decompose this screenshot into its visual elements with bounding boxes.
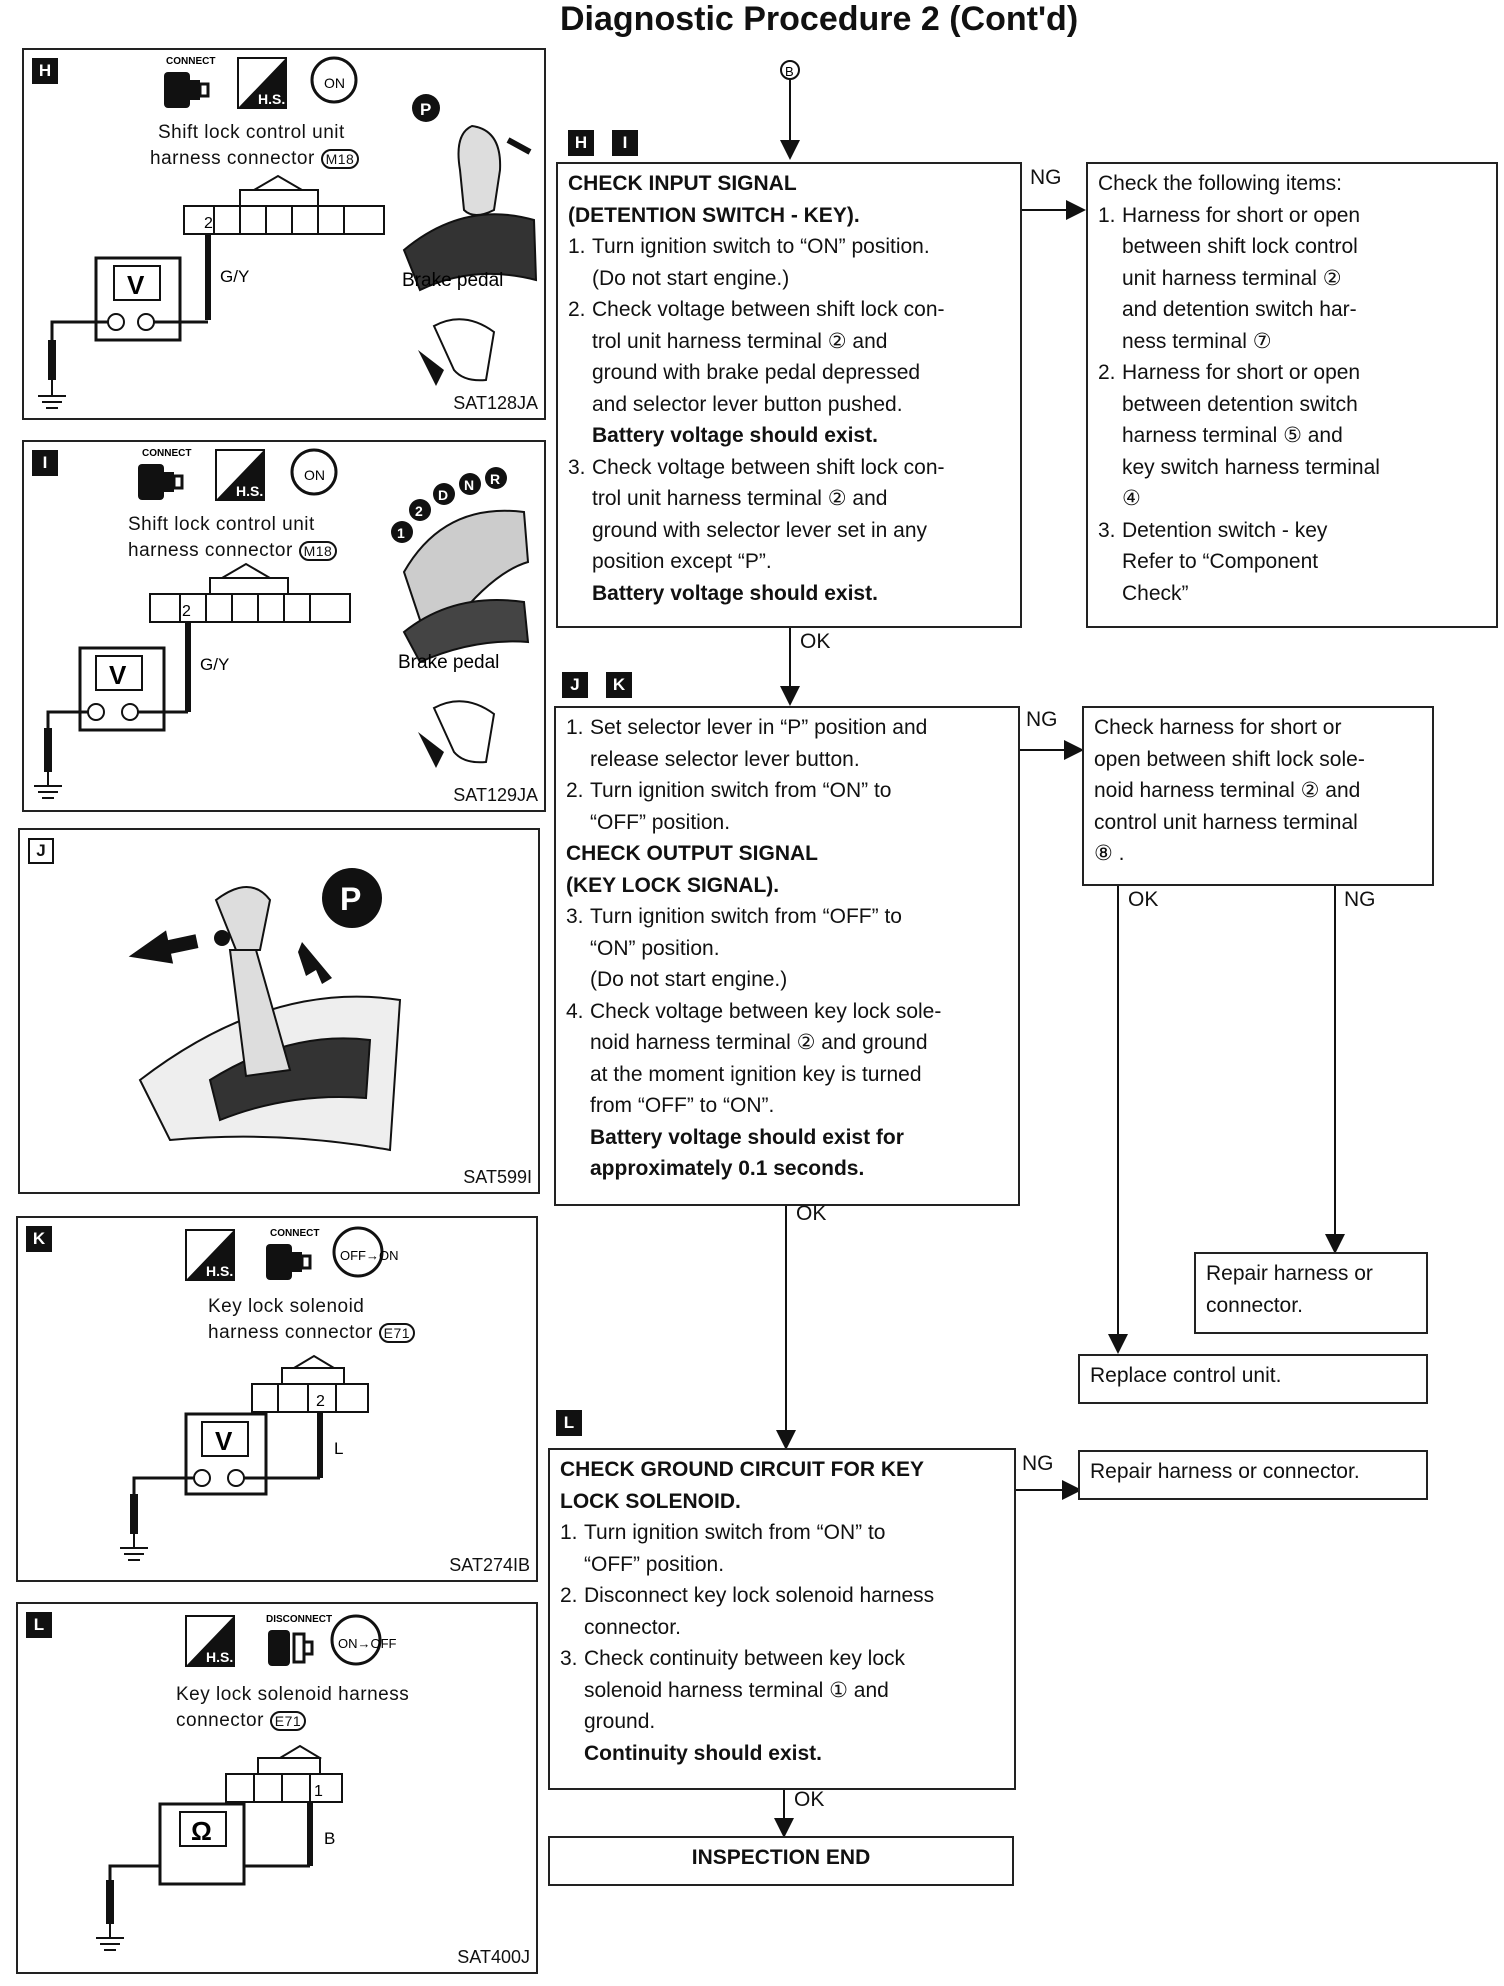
svg-text:R: R bbox=[490, 471, 500, 487]
step1-box: CHECK INPUT SIGNAL (DETENTION SWITCH - K… bbox=[556, 162, 1022, 628]
panel-letter: I bbox=[32, 450, 58, 476]
panel-l: L H.S. DISCONNECT ON→OFF 1 B Ω Key lock … bbox=[16, 1602, 538, 1974]
repair-box-2: Repair harness or connector. bbox=[1078, 1450, 1428, 1500]
svg-text:P: P bbox=[420, 100, 431, 119]
connector-label-2: harness connector E71 bbox=[208, 1320, 416, 1346]
connector-id: M18 bbox=[320, 149, 360, 169]
svg-text:H.S.: H.S. bbox=[206, 1263, 233, 1279]
svg-text:Brake pedal: Brake pedal bbox=[402, 270, 503, 291]
ng-label: NG bbox=[1022, 1452, 1054, 1475]
svg-text:B: B bbox=[324, 1829, 335, 1848]
panel-k-diagram: H.S. CONNECT OFF→ON 2 L V bbox=[120, 1226, 399, 1561]
svg-text:2: 2 bbox=[316, 1393, 325, 1410]
svg-text:1: 1 bbox=[314, 1783, 323, 1800]
connector-label-2: harness connector M18 bbox=[128, 538, 338, 564]
step-tag: K bbox=[606, 672, 632, 698]
ng-label: NG bbox=[1344, 888, 1376, 911]
ok-label: OK bbox=[1128, 888, 1159, 911]
svg-text:2: 2 bbox=[204, 215, 213, 232]
replace-box: Replace control unit. bbox=[1078, 1354, 1428, 1404]
svg-text:ON: ON bbox=[304, 467, 325, 483]
inspection-end-box: INSPECTION END bbox=[548, 1836, 1014, 1886]
entry-marker: B bbox=[785, 64, 794, 79]
svg-text:V: V bbox=[215, 1426, 233, 1456]
step-tag: L bbox=[556, 1410, 582, 1436]
svg-text:G/Y: G/Y bbox=[220, 267, 249, 286]
panel-j: J P SAT599I bbox=[18, 828, 540, 1194]
svg-text:H.S.: H.S. bbox=[206, 1649, 233, 1665]
svg-text:CONNECT: CONNECT bbox=[142, 448, 191, 459]
svg-text:DISCONNECT: DISCONNECT bbox=[266, 1614, 332, 1625]
ng2-box: Check harness for short or open between … bbox=[1082, 706, 1434, 886]
panel-letter: L bbox=[26, 1612, 52, 1638]
svg-text:ON: ON bbox=[324, 75, 345, 91]
figure-code: SAT128JA bbox=[453, 393, 538, 413]
ok-label: OK bbox=[800, 630, 831, 653]
svg-text:V: V bbox=[109, 660, 127, 690]
figure-code: SAT599I bbox=[463, 1167, 532, 1187]
panel-letter: H bbox=[32, 58, 58, 84]
svg-text:Brake pedal: Brake pedal bbox=[398, 652, 499, 673]
connector-label: Shift lock control unit bbox=[158, 122, 345, 143]
figure-code: SAT400J bbox=[457, 1947, 530, 1967]
shifter-illustration: P bbox=[128, 868, 402, 1152]
panel-letter: J bbox=[28, 838, 54, 864]
svg-text:1: 1 bbox=[397, 525, 405, 541]
connector-id: E71 bbox=[378, 1323, 416, 1343]
ok-label: OK bbox=[794, 1788, 825, 1811]
connector-label-2: harness connector M18 bbox=[150, 146, 360, 172]
svg-text:2: 2 bbox=[182, 603, 191, 620]
connector-label: Key lock solenoid bbox=[208, 1296, 365, 1317]
svg-text:D: D bbox=[438, 487, 448, 503]
ok-label: OK bbox=[796, 1202, 827, 1225]
step-tag: J bbox=[562, 672, 588, 698]
ng-label: NG bbox=[1026, 708, 1058, 731]
panel-h-diagram: CONNECT H.S. ON 2 G/Y V bbox=[38, 56, 538, 409]
svg-text:N: N bbox=[464, 477, 474, 493]
panel-i-diagram: CONNECT H.S. ON 2 G/Y V 1 bbox=[34, 448, 530, 799]
svg-text:Ω: Ω bbox=[191, 1816, 212, 1846]
step-tag: H bbox=[568, 130, 594, 156]
panel-letter: K bbox=[26, 1226, 52, 1252]
svg-text:ON→OFF: ON→OFF bbox=[338, 1636, 397, 1651]
svg-text:H.S.: H.S. bbox=[258, 91, 285, 107]
svg-text:G/Y: G/Y bbox=[200, 655, 229, 674]
panel-i: I CONNECT H.S. ON 2 G/Y V bbox=[22, 440, 546, 812]
svg-text:2: 2 bbox=[415, 503, 423, 519]
figure-code: SAT129JA bbox=[453, 785, 538, 805]
connector-id: E71 bbox=[269, 1711, 307, 1731]
step-tag: I bbox=[612, 130, 638, 156]
connector-label: Shift lock control unit bbox=[128, 514, 315, 535]
ng1-box: Check the following items: 1.Harness for… bbox=[1086, 162, 1498, 628]
svg-text:V: V bbox=[127, 270, 145, 300]
svg-text:L: L bbox=[334, 1439, 343, 1458]
connector-label: Key lock solenoid harness bbox=[176, 1684, 410, 1705]
repair-box: Repair harness or connector. bbox=[1194, 1252, 1428, 1334]
svg-text:H.S.: H.S. bbox=[236, 483, 263, 499]
connect-label: CONNECT bbox=[166, 56, 215, 67]
svg-text:OFF→ON: OFF→ON bbox=[340, 1248, 399, 1263]
step3-box: CHECK GROUND CIRCUIT FOR KEY LOCK SOLENO… bbox=[548, 1448, 1016, 1790]
step2-box: 1.Set selector lever in “P” position and… bbox=[554, 706, 1020, 1206]
panel-h: H CONNECT H.S. ON 2 G/Y V bbox=[22, 48, 546, 420]
figure-code: SAT274IB bbox=[449, 1555, 530, 1575]
panel-k: K H.S. CONNECT OFF→ON 2 L V Key lock sol… bbox=[16, 1216, 538, 1582]
connector-id: M18 bbox=[298, 541, 338, 561]
page-title: Diagnostic Procedure 2 (Cont'd) bbox=[560, 0, 1079, 38]
connector-label-2: connector E71 bbox=[176, 1708, 307, 1734]
svg-text:P: P bbox=[340, 881, 361, 917]
ng-label: NG bbox=[1030, 166, 1062, 189]
svg-text:CONNECT: CONNECT bbox=[270, 1228, 319, 1239]
panel-l-diagram: H.S. DISCONNECT ON→OFF 1 B Ω bbox=[96, 1614, 397, 1951]
